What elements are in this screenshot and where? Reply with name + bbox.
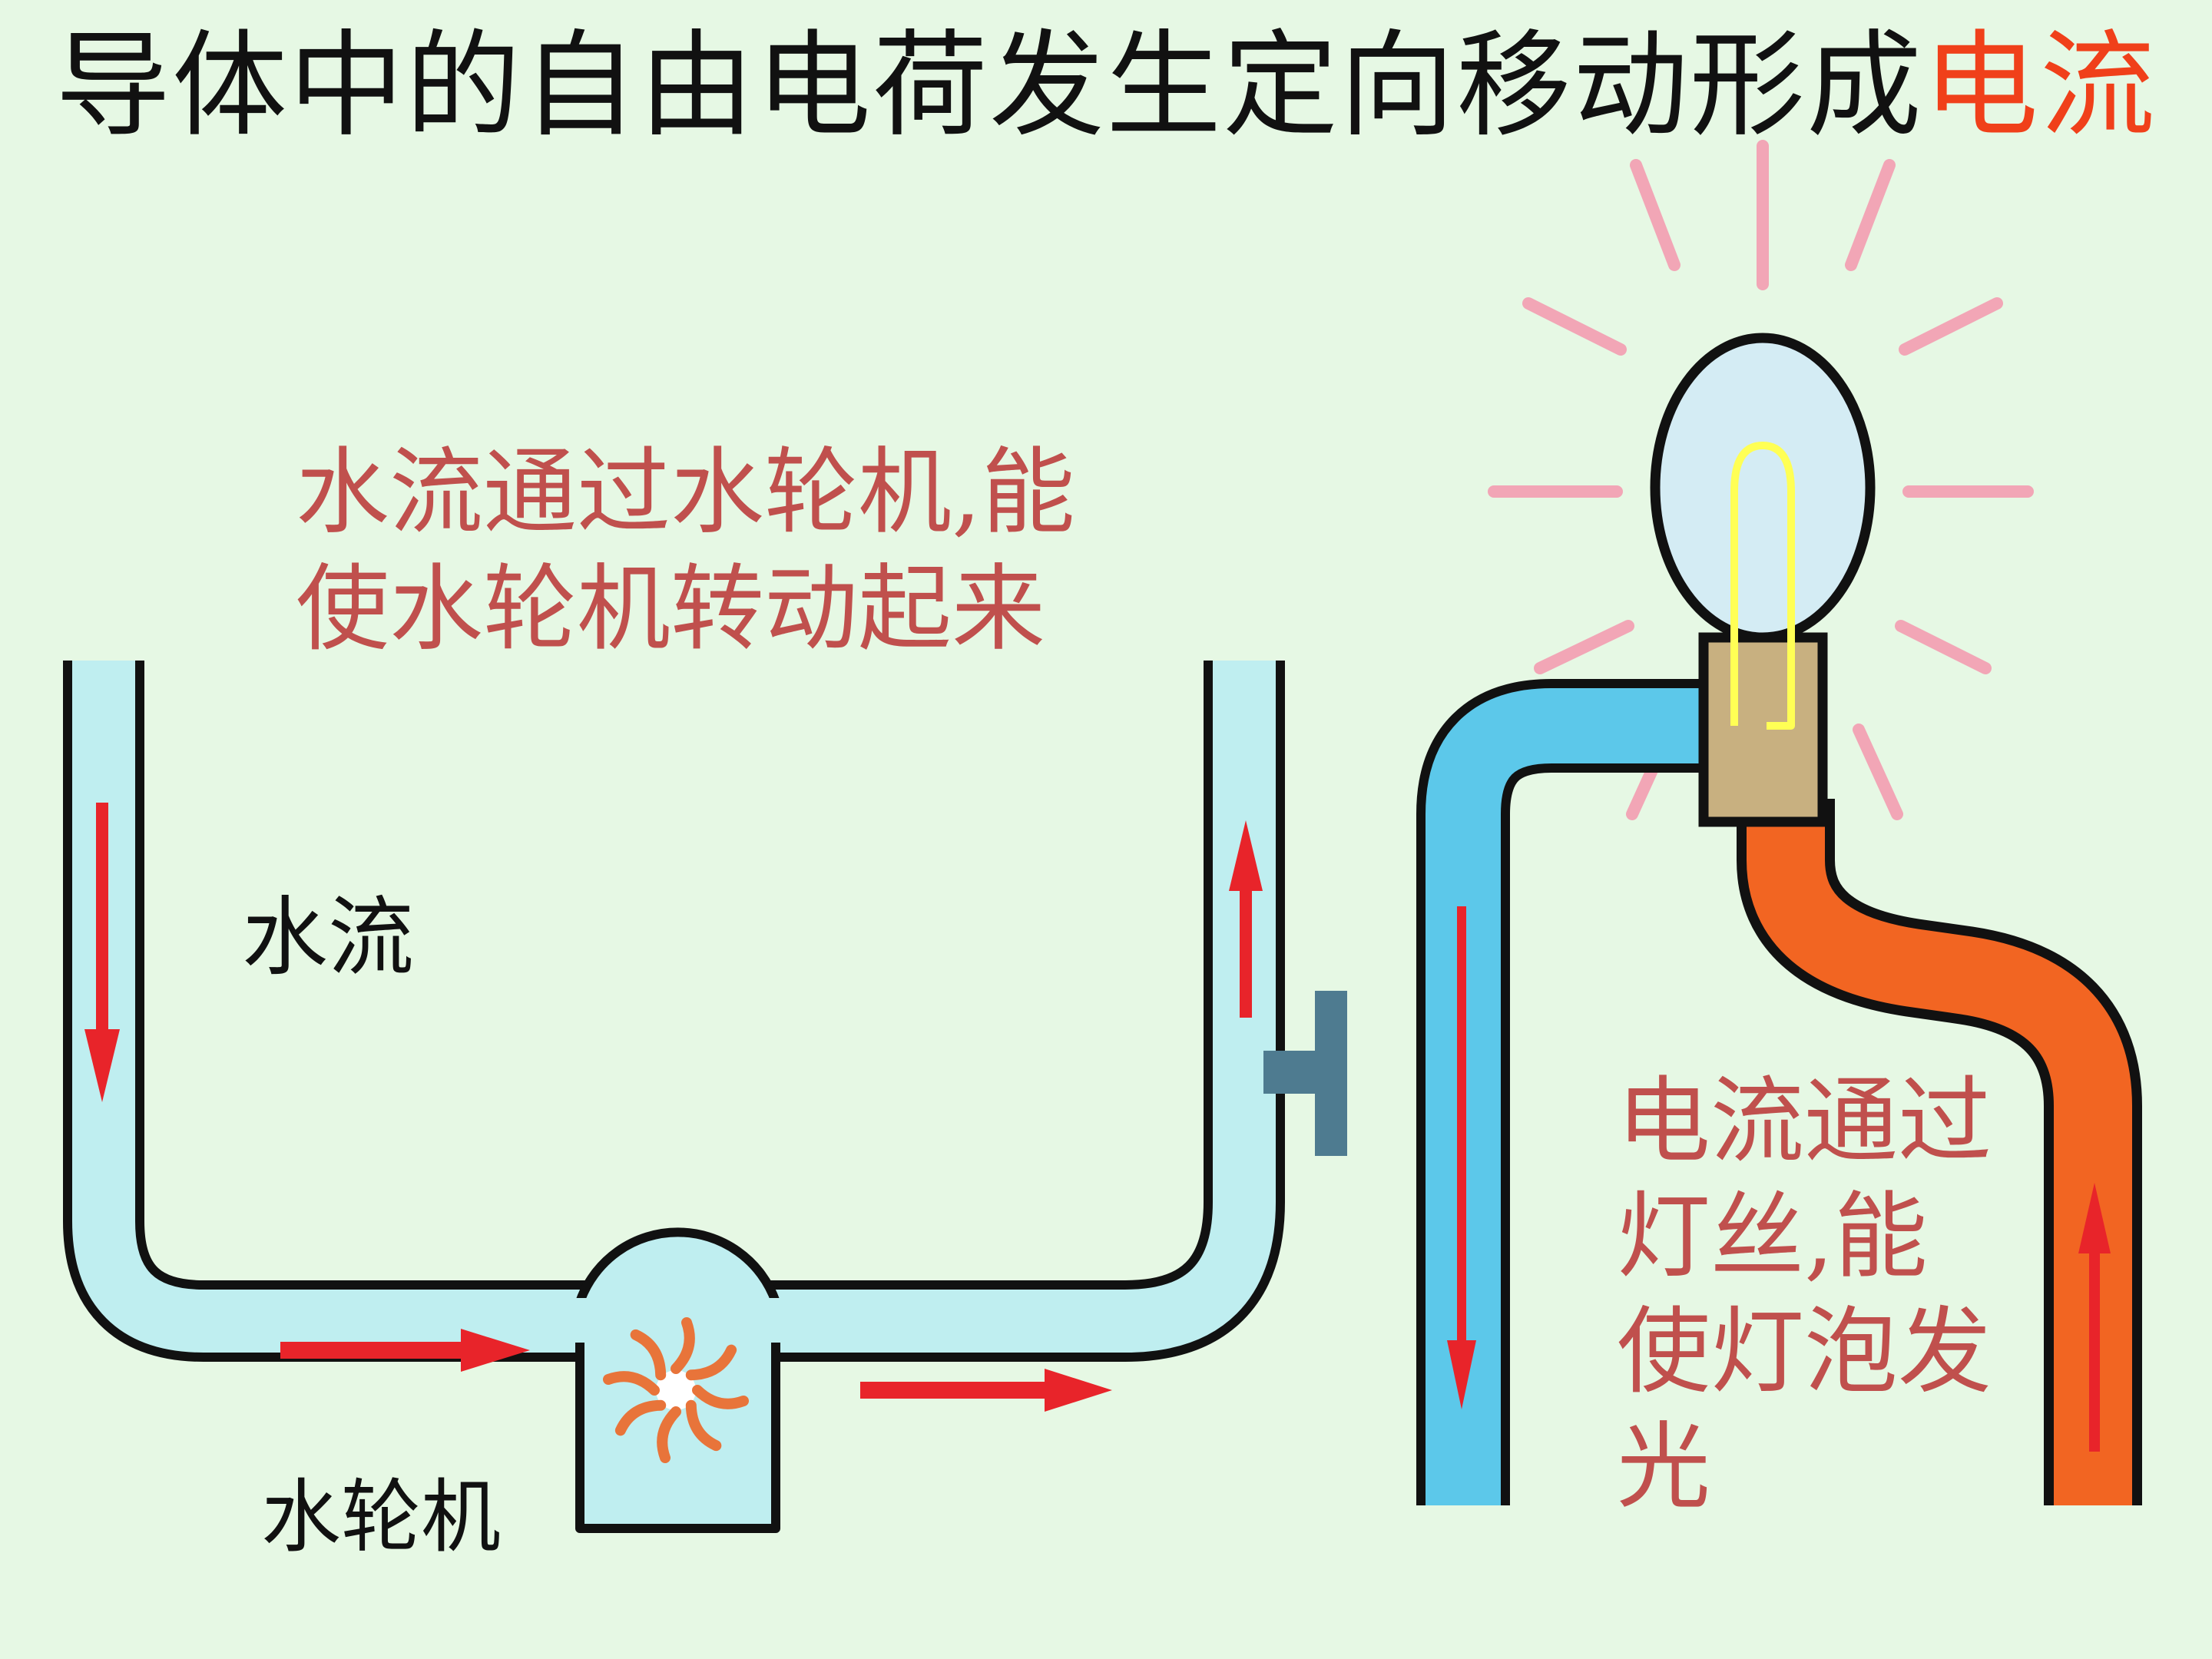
water-note-line2: 使水轮机转动起来 xyxy=(296,555,1045,664)
water-note: 水流通过水轮机,能 使水轮机转动起来 xyxy=(296,434,1075,667)
pipe-fade-left xyxy=(54,614,157,661)
arrow-down-left xyxy=(84,803,120,1102)
arrow-down-blue-wire xyxy=(1447,906,1476,1409)
filament xyxy=(1730,442,1795,730)
water-pipe xyxy=(54,614,1298,1362)
light-rays xyxy=(1488,140,2034,820)
current-arrows xyxy=(1447,906,2111,1452)
bulb-base xyxy=(1698,632,1828,827)
water-pipe-fill xyxy=(72,630,1276,1353)
current-note-line1: 电流通过 xyxy=(1617,1067,1992,1176)
current-note-line3: 使灯泡发 xyxy=(1617,1297,1992,1406)
bulb-glass xyxy=(1650,333,1876,643)
light-bulb-icon xyxy=(1650,333,1876,827)
arrow-right-bottom-left xyxy=(280,1329,530,1372)
turbine-icon xyxy=(603,1317,749,1463)
current-note-line4: 光 xyxy=(1617,1412,1710,1522)
arrow-up-orange-wire xyxy=(2078,1183,2111,1452)
blue-wire xyxy=(1406,679,1732,1536)
orange-wire xyxy=(1737,799,2151,1536)
title-main: 导体中的自由电荷发生定向移动形成 xyxy=(55,19,1923,153)
valve-icon xyxy=(1263,991,1347,1156)
pipe-fade-right xyxy=(1194,614,1298,661)
current-note: 电流通过 灯丝,能 使灯泡发 光 xyxy=(1617,1064,1992,1525)
current-note-line2: 灯丝,能 xyxy=(1617,1182,1928,1291)
arrow-right-bottom-right xyxy=(860,1369,1112,1412)
title-highlight: 电流 xyxy=(1923,19,2157,153)
page-title: 导体中的自由电荷发生定向移动形成电流 xyxy=(0,17,2212,155)
water-flow-label: 水流 xyxy=(242,888,414,988)
water-note-line1: 水流通过水轮机,能 xyxy=(296,438,1075,547)
arrow-up-right xyxy=(1229,820,1263,1018)
turbine-label: 水轮机 xyxy=(261,1470,502,1564)
water-flow-arrows xyxy=(84,803,1263,1412)
